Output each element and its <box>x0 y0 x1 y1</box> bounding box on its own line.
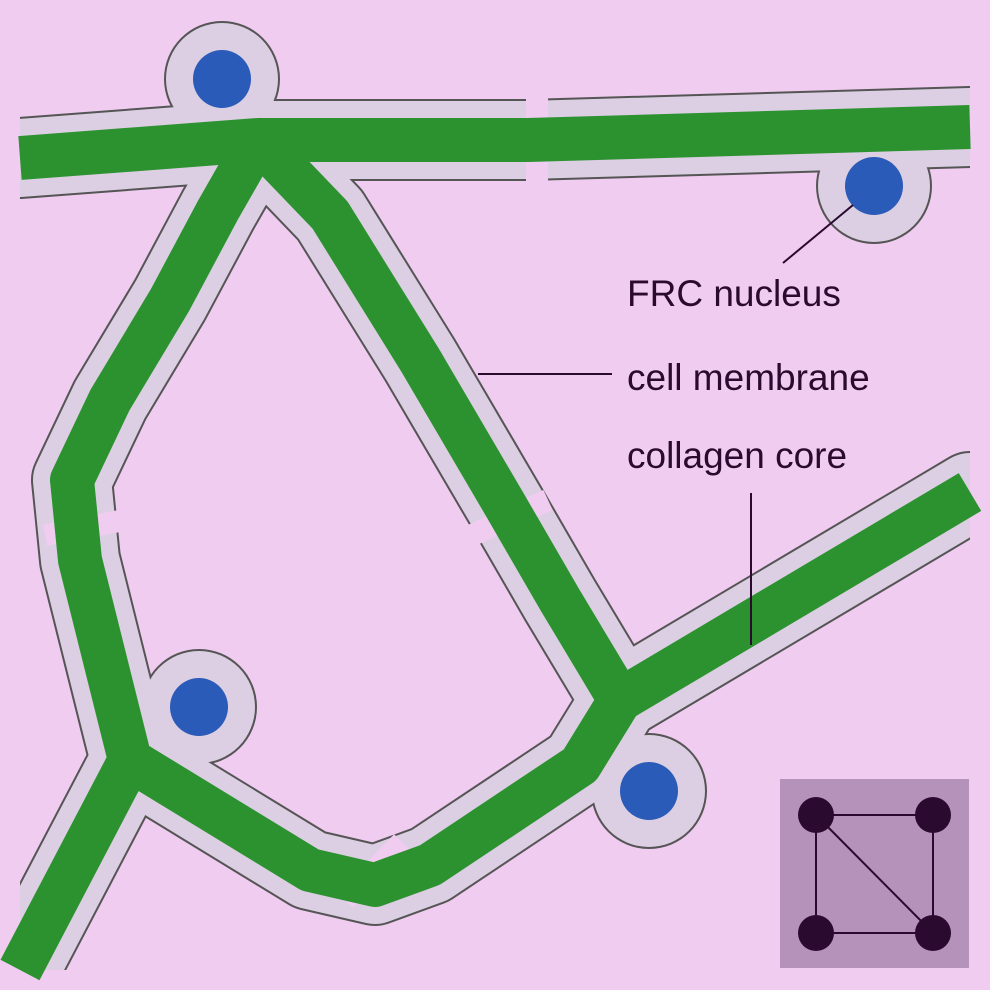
leader-lines <box>478 204 854 645</box>
label-frc-nucleus: FRC nucleus <box>627 273 841 314</box>
nucleus <box>170 678 228 736</box>
nucleus <box>620 762 678 820</box>
network-graph-icon <box>780 779 969 968</box>
frc-nuclei <box>170 50 903 820</box>
nucleus <box>193 50 251 108</box>
nucleus-leader-line <box>782 204 854 264</box>
label-collagen-core: collagen core <box>627 435 847 476</box>
label-cell-membrane: cell membrane <box>627 357 870 398</box>
nucleus <box>845 157 903 215</box>
